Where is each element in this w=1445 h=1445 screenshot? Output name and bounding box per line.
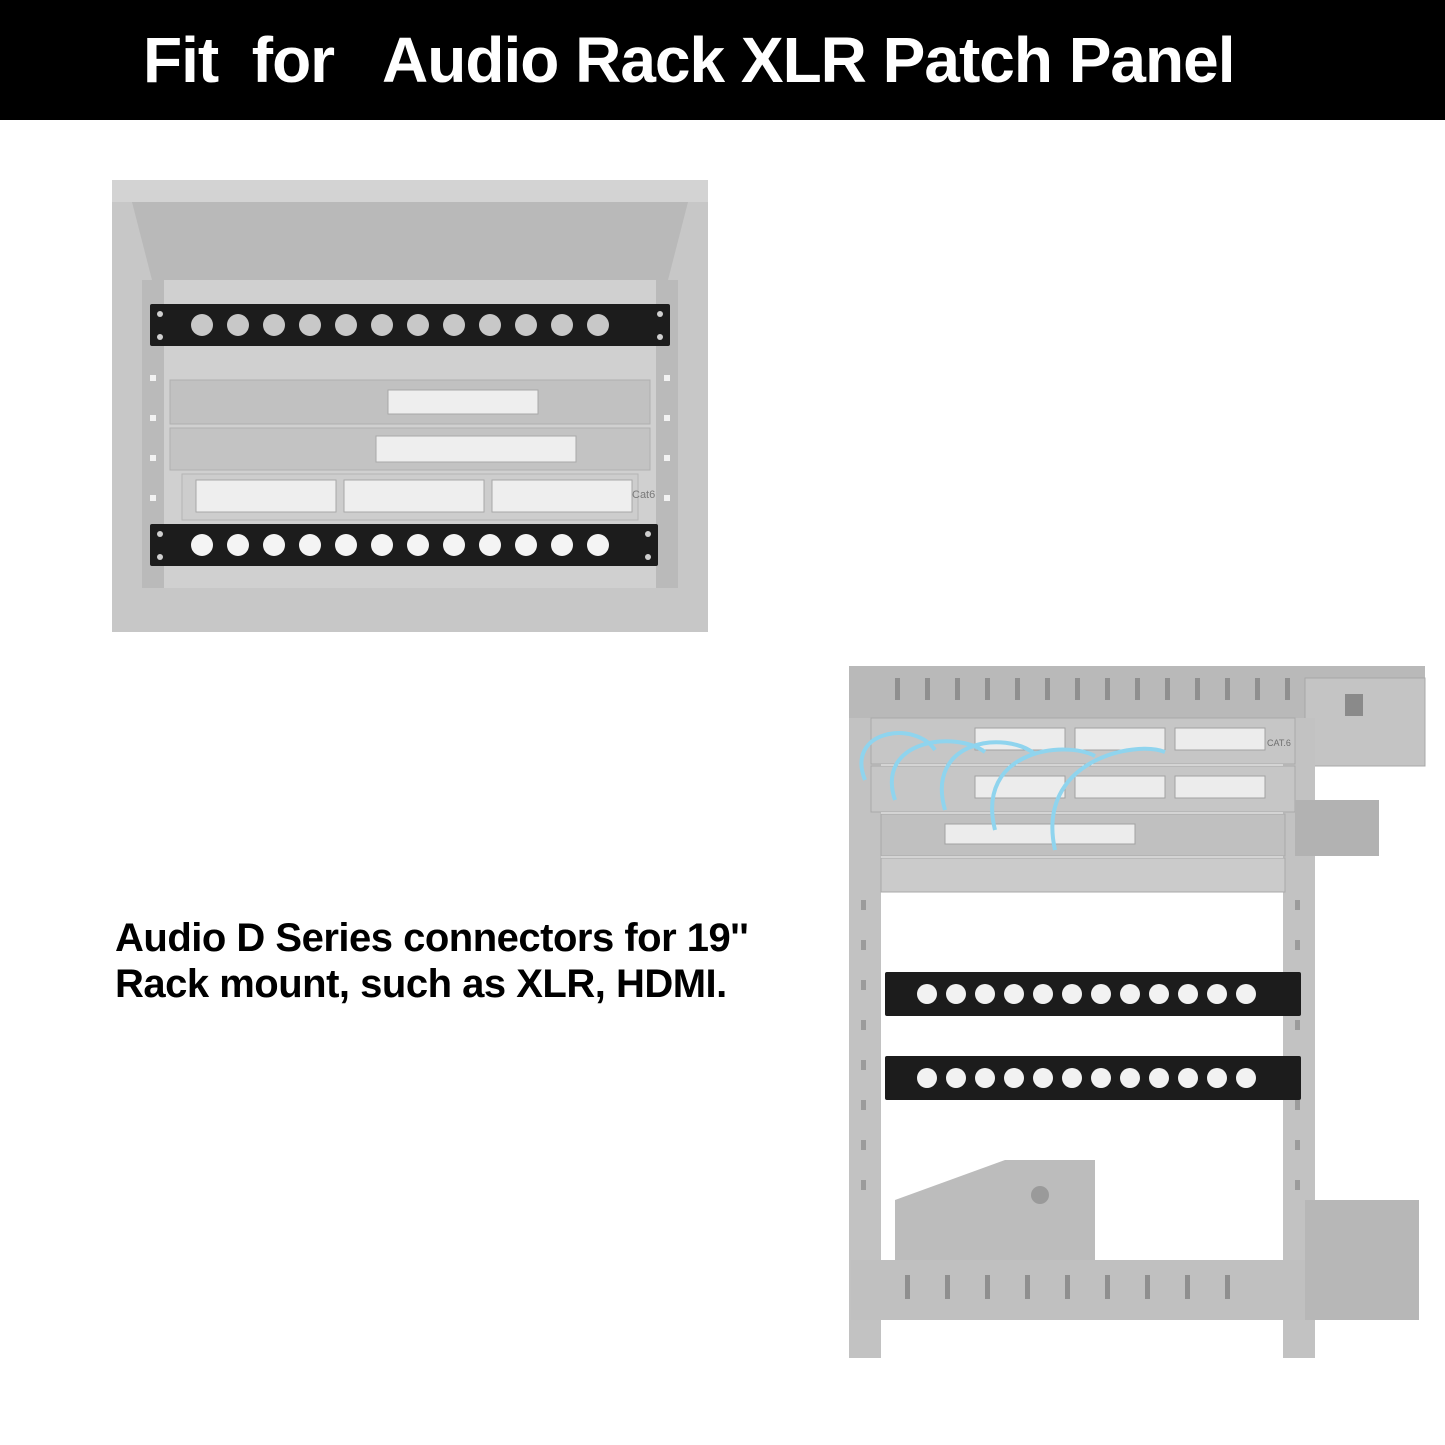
feature-caption: Audio D Series connectors for 19'' Rack …: [115, 915, 835, 1007]
wall-rack-image: CAT.6: [849, 666, 1426, 1358]
cat6-label: CAT.6: [1267, 738, 1291, 748]
cat6-label: Cat6: [632, 489, 655, 501]
page-title: Fit for Audio Rack XLR Patch Panel: [143, 24, 1235, 96]
caption-line-1: Audio D Series connectors for 19'': [115, 916, 749, 960]
xlr-patch-panel-bottom: [150, 524, 658, 566]
title-banner: Fit for Audio Rack XLR Patch Panel: [0, 0, 1445, 120]
caption-line-2: Rack mount, such as XLR, HDMI.: [115, 962, 727, 1006]
cabinet-rack-image: Cat6: [112, 180, 708, 632]
xlr-patch-panel-1: [885, 972, 1301, 1016]
xlr-patch-panel-2: [885, 1056, 1301, 1100]
xlr-patch-panel-top: [150, 304, 670, 346]
blue-patch-cables: [859, 731, 1166, 851]
